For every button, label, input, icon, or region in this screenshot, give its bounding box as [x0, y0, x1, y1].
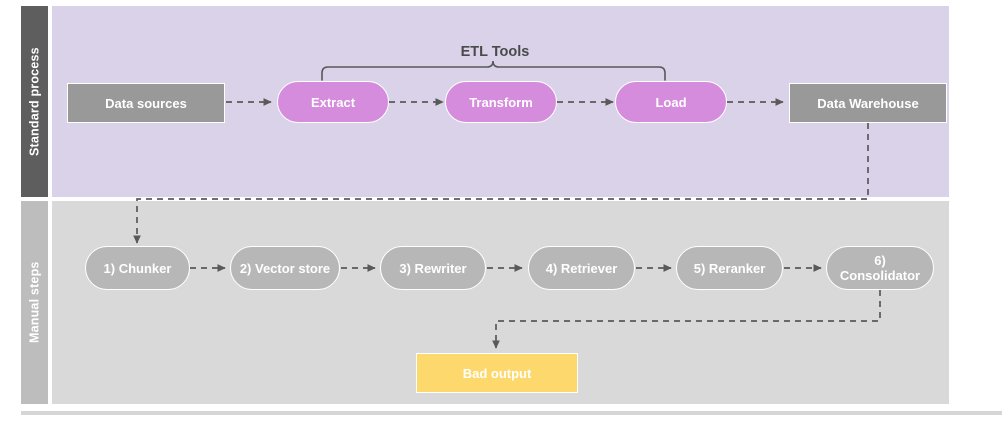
lane-header-standard-process: Standard process — [21, 6, 48, 197]
bottom-divider — [21, 411, 1002, 415]
node-load[interactable]: Load — [615, 81, 727, 123]
node-extract[interactable]: Extract — [277, 81, 389, 123]
node-vector-store[interactable]: 2) Vector store — [230, 246, 340, 290]
node-reranker[interactable]: 5) Reranker — [676, 246, 783, 290]
node-bad-output[interactable]: Bad output — [416, 353, 578, 393]
node-consolidator[interactable]: 6) Consolidator — [826, 246, 934, 290]
node-chunker[interactable]: 1) Chunker — [85, 246, 190, 290]
node-data-sources[interactable]: Data sources — [67, 83, 225, 123]
etl-tools-label: ETL Tools — [460, 44, 530, 60]
lane-header-manual-steps: Manual steps — [21, 201, 48, 404]
node-rewriter[interactable]: 3) Rewriter — [380, 246, 486, 290]
node-transform[interactable]: Transform — [445, 81, 557, 123]
node-retriever[interactable]: 4) Retriever — [528, 246, 635, 290]
node-data-warehouse[interactable]: Data Warehouse — [789, 83, 947, 123]
